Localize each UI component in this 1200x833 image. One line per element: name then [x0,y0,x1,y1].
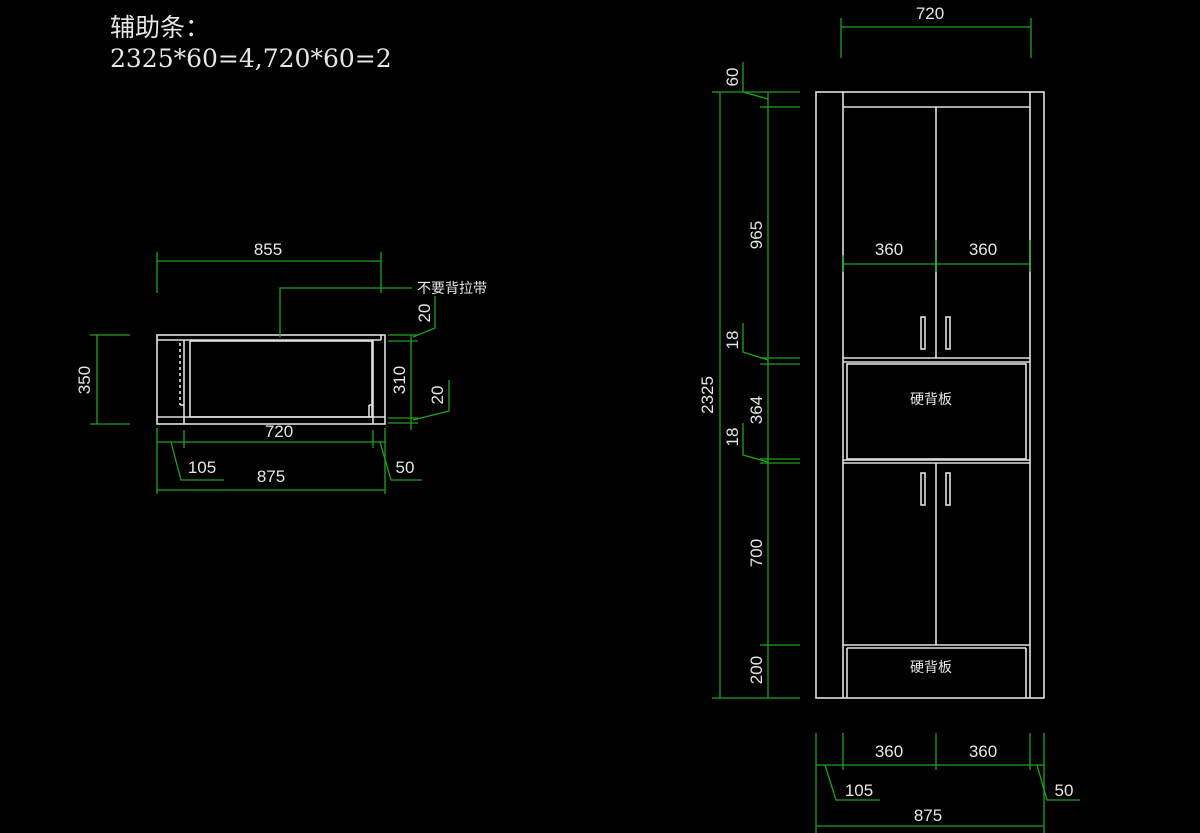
dim-60: 60 [723,68,742,87]
dim-350: 350 [75,366,94,394]
label-hard-back-panel-bottom: 硬背板 [910,660,952,676]
dim-105-bottom: 105 [845,781,873,800]
dim-364: 364 [747,396,766,424]
dim-875: 875 [257,467,285,486]
dim-720: 720 [265,422,293,441]
dim-105: 105 [188,458,216,477]
dim-360-left: 360 [875,240,903,259]
dim-700: 700 [747,539,766,567]
dim-18-lower: 18 [723,428,742,447]
dim-720-top: 720 [916,4,944,23]
note-no-back-strap: 不要背拉带 [417,281,487,297]
dim-50-bottom: 50 [1055,781,1074,800]
dim-18-upper: 18 [723,331,742,350]
dim-50: 50 [396,458,415,477]
plan-outline [156,334,386,425]
dim-2325: 2325 [698,376,717,414]
drawing-title: 辅助条： [110,13,211,42]
dim-875-bottom: 875 [914,806,942,825]
elevation-dimensions [712,18,1080,833]
dim-360-bottom-right: 360 [969,742,997,761]
dim-20-bottom: 20 [428,386,447,405]
dim-20-top: 20 [415,304,434,323]
plan-dimensions [90,252,450,494]
drawing-formula: 2325*60=4,720*60=2 [110,44,392,73]
dim-310: 310 [390,366,409,394]
dim-360-right: 360 [969,240,997,259]
label-hard-back-panel-middle: 硬背板 [910,392,952,408]
dim-965: 965 [747,221,766,249]
dim-200: 200 [747,656,766,684]
plan-view: 855 不要背拉带 350 310 20 20 720 105 50 875 [75,240,487,494]
door-handles [920,316,951,506]
elevation-view: 720 60 965 18 364 18 700 200 2325 360 36… [698,4,1080,833]
dim-855: 855 [254,240,282,259]
cabinet-outline [815,91,1045,699]
dim-360-bottom-left: 360 [875,742,903,761]
